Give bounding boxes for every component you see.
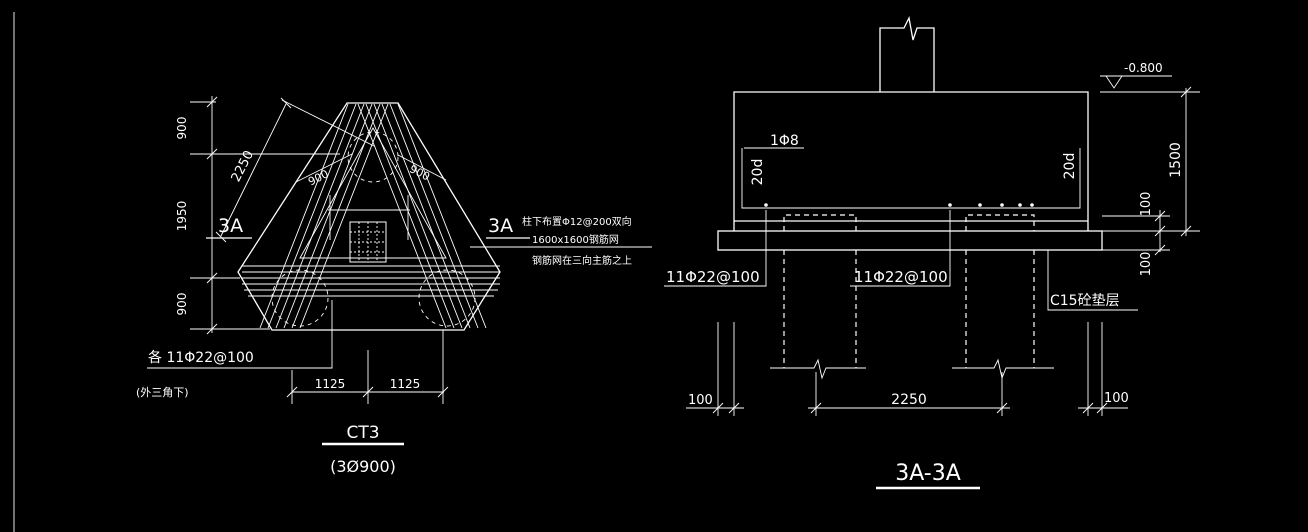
pile-left	[770, 214, 866, 380]
cap-outline	[237, 102, 501, 331]
section-stirrup-label: 1Φ8	[770, 133, 799, 149]
plan-title: CT3	[346, 423, 379, 443]
plan-dim-1950: 1950	[175, 201, 189, 232]
section-view: 1Φ8 20d 20d -0.800 1500 100 100 11Φ22@10…	[664, 15, 1200, 490]
section-dim-20d-right: 20d	[1062, 153, 1078, 180]
column-mesh-hatch	[350, 222, 386, 262]
section-dim-20d-left: 20d	[750, 159, 766, 186]
dim-2250-incline	[220, 103, 287, 237]
plan-subtitle: (3Ø900)	[330, 457, 396, 476]
section-dim-100-left: 100	[688, 393, 713, 408]
pile-right	[952, 214, 1054, 380]
plan-rebar-label: 各 11Φ22@100	[148, 350, 254, 366]
rebar-leader	[147, 300, 333, 369]
section-rebar-left: 11Φ22@100	[666, 268, 760, 286]
rebar-strip-bottom	[242, 265, 500, 297]
section-mark-right: 3A	[488, 215, 513, 237]
plan-note-line3: 钢筋网在三向主筋之上	[532, 254, 632, 267]
section-dim-2250: 2250	[891, 392, 927, 408]
plan-rebar-sublabel: (外三角下)	[136, 386, 189, 399]
section-bottom-dimension	[686, 322, 1128, 416]
section-mark-left: 3A	[218, 215, 243, 237]
plan-dim-900-bottom: 900	[175, 293, 189, 316]
pile-circle-left	[271, 269, 329, 327]
plan-dim-1125-right: 1125	[390, 377, 421, 391]
plan-dim-1125-left: 1125	[315, 377, 346, 391]
elevation-triangle	[1105, 75, 1123, 89]
rebar-right-leader	[850, 210, 951, 287]
section-elevation: -0.800	[1124, 61, 1163, 75]
cap-body	[733, 91, 1089, 221]
cushion-pad	[717, 230, 1103, 251]
plan-note-line1: 柱下布置Φ12@200双向	[522, 215, 632, 228]
plan-vertical-dimension	[190, 96, 340, 335]
section-right-dimension	[1100, 86, 1200, 256]
section-pad-label: C15砼垫层	[1050, 293, 1120, 309]
plan-dim-900-top: 900	[175, 117, 189, 140]
inner-triangle	[299, 127, 447, 259]
pile-circle-top	[347, 131, 399, 183]
rebar-left-leader	[664, 210, 767, 287]
dim-900-right-incline	[397, 154, 447, 181]
section-rebar-right: 11Φ22@100	[854, 268, 948, 286]
plan-bottom-dimension	[286, 330, 449, 404]
bottom-rebar	[741, 148, 1081, 209]
rebar-strip-left	[259, 103, 389, 329]
section-dim-100-bottom-right: 100	[1104, 391, 1129, 406]
section-dim-1500: 1500	[1168, 142, 1184, 178]
section-title: 3A-3A	[895, 461, 961, 486]
column-stub	[879, 15, 935, 92]
plan-note-line2: 1600x1600钢筋网	[532, 233, 619, 246]
dim-900-left-incline	[295, 153, 353, 183]
plan-dim-900-left: 900	[306, 167, 331, 188]
section-dim-100-lower: 100	[1139, 252, 1154, 277]
section-dim-100-upper: 100	[1139, 192, 1154, 217]
pad-leader	[1047, 250, 1138, 311]
plan-view: 900 1950 900 2250 900 900 3A 3A 柱下布置Φ12@…	[136, 96, 652, 476]
